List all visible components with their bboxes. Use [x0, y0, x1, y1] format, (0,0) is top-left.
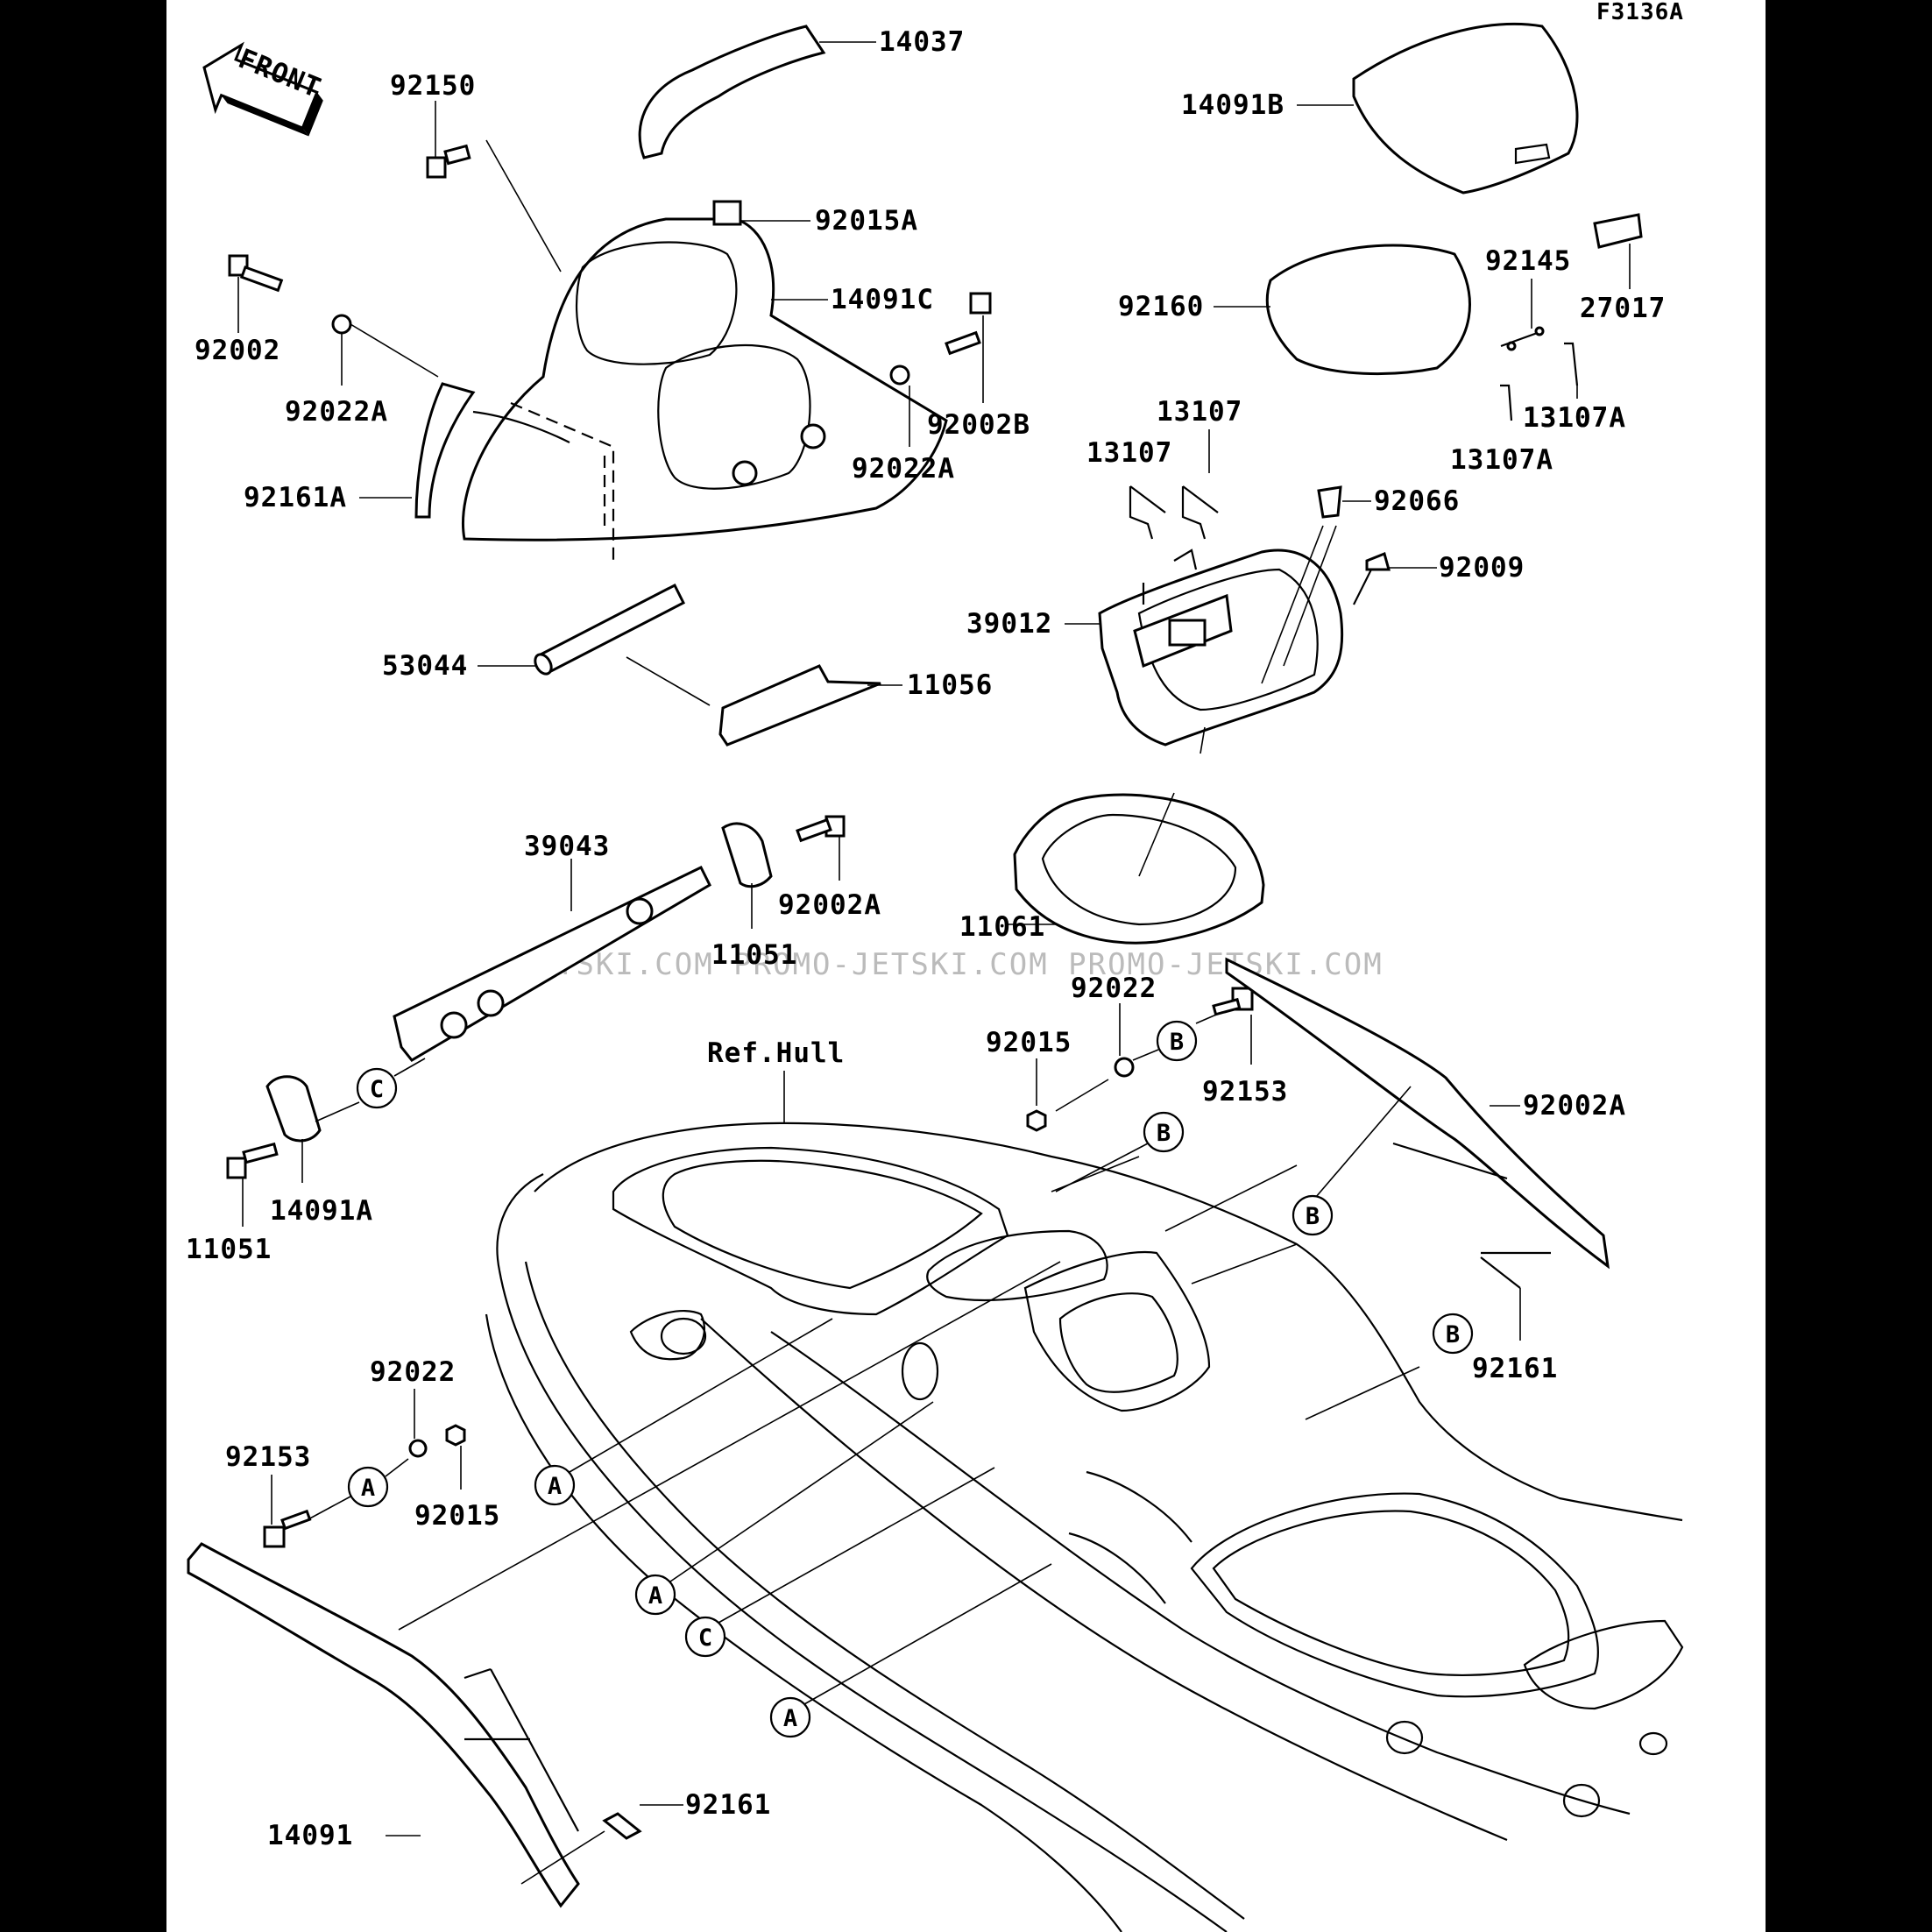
- marker-b-3: [1292, 1194, 1334, 1236]
- part-27017: 27017: [1580, 293, 1666, 324]
- part-92022A-left: 92022A: [285, 396, 388, 428]
- storage-bin-39012: [1098, 525, 1344, 754]
- part-14091B: 14091B: [1181, 89, 1284, 121]
- label-27017: [1593, 213, 1643, 249]
- clip-13107a-left-icon: [1500, 384, 1513, 421]
- seat-14091b: [1352, 23, 1579, 195]
- part-92022A-right: 92022A: [852, 453, 955, 485]
- part-92153-upper: 92153: [1202, 1076, 1288, 1108]
- marker-b-3-text: B: [1306, 1203, 1320, 1230]
- marker-b-1: [1156, 1020, 1198, 1062]
- marker-a-1: [534, 1464, 576, 1506]
- hull-reference: [485, 1086, 1684, 1932]
- bolt-92002a-lower: [226, 1142, 279, 1179]
- part-92153-lower: 92153: [225, 1441, 311, 1473]
- part-92015-lower: 92015: [414, 1500, 500, 1532]
- part-92002A-upper: 92002A: [778, 889, 881, 921]
- part-92160: 92160: [1118, 291, 1204, 322]
- clip-13107a-right-icon: [1564, 342, 1579, 386]
- marker-b-2: [1143, 1111, 1185, 1153]
- part-13107A-right: 13107A: [1523, 402, 1626, 434]
- part-92066: 92066: [1374, 485, 1460, 517]
- marker-c-upper: [356, 1067, 398, 1109]
- washer-92022a-left: [331, 314, 352, 335]
- part-39012: 39012: [966, 608, 1052, 640]
- strip-92161-lower: [602, 1812, 642, 1840]
- part-14091: 14091: [267, 1820, 353, 1851]
- grip-14037: [638, 25, 826, 159]
- pad-92160: [1265, 244, 1471, 376]
- part-92161A: 92161A: [244, 482, 347, 513]
- part-53044: 53044: [382, 650, 468, 682]
- nut-92015-upper: [1026, 1109, 1047, 1132]
- part-11061: 11061: [959, 911, 1045, 943]
- marker-a-1-text: A: [548, 1473, 562, 1500]
- bracket-11056: [718, 664, 881, 747]
- bolt-92150: [426, 144, 471, 179]
- marker-c-lower-text: C: [698, 1624, 712, 1652]
- handlebar-cover-14091c: [462, 217, 948, 561]
- part-92002B: 92002B: [927, 409, 1030, 441]
- plate-11051-upper: [721, 822, 773, 888]
- marker-a-3: [769, 1696, 811, 1738]
- part-14091C: 14091C: [831, 284, 934, 315]
- marker-b-1-text: B: [1170, 1029, 1184, 1056]
- diagram-code: F3136A: [1596, 0, 1684, 25]
- part-92022-lower: 92022: [370, 1356, 456, 1388]
- part-92161-lower: 92161: [685, 1789, 771, 1821]
- gasket-11061: [1013, 793, 1265, 945]
- part-13107A-left: 13107A: [1450, 444, 1553, 476]
- nut-92015-lower: [445, 1424, 466, 1447]
- part-13107-mid: 13107: [1086, 437, 1172, 469]
- part-92015A: 92015A: [815, 205, 918, 237]
- marker-a-2: [634, 1574, 676, 1616]
- bolt-92002: [228, 254, 284, 293]
- part-92009: 92009: [1439, 552, 1525, 584]
- bolt-92153-upper: [1212, 987, 1254, 1016]
- grommet-92066: [1317, 485, 1342, 519]
- side-cover-14091a: [1225, 957, 1610, 1270]
- part-39043: 39043: [524, 831, 610, 862]
- marker-b-4: [1432, 1313, 1474, 1355]
- part-11051-upper: 11051: [711, 939, 797, 971]
- bolt-92002b: [945, 292, 992, 356]
- plate-11051-lower: [265, 1075, 322, 1143]
- part-13107-top: 13107: [1157, 396, 1242, 428]
- marker-c-lower: [684, 1616, 726, 1658]
- part-92150: 92150: [390, 70, 476, 102]
- part-92161-right: 92161: [1472, 1353, 1558, 1384]
- part-13107A-a: 13107: [1523, 402, 1609, 434]
- marker-a-4: [347, 1466, 389, 1508]
- bolt-92002a-upper: [796, 815, 846, 843]
- washer-92022-lower: [408, 1439, 428, 1458]
- part-92002A-lower: 11051: [186, 1234, 272, 1265]
- bolt-92153-lower: [263, 1509, 312, 1548]
- part-14037: 14037: [879, 26, 965, 58]
- part-11056: 11056: [907, 669, 993, 701]
- clip-92015a: [712, 200, 742, 226]
- part-92015-upper: 92015: [986, 1027, 1072, 1058]
- part-11051-lower: 14091A: [270, 1195, 373, 1227]
- part-14091A: 92002A: [1523, 1090, 1626, 1122]
- marker-a-4-text: A: [361, 1475, 375, 1502]
- part-92145: 92145: [1485, 245, 1571, 277]
- spring-13107-a-icon: [1129, 486, 1154, 540]
- strip-92161-right: [1480, 1256, 1521, 1289]
- screw-92009: [1365, 551, 1391, 571]
- marker-a-2-text: A: [648, 1582, 662, 1610]
- washer-92022a-right: [889, 364, 910, 386]
- part-92002: 92002: [195, 335, 280, 366]
- marker-b-4-text: B: [1446, 1321, 1460, 1348]
- washer-92022-upper: [1114, 1057, 1135, 1078]
- marker-b-2-text: B: [1157, 1120, 1171, 1147]
- part-92022-upper: 92022: [1071, 973, 1157, 1004]
- strip-92161a: [414, 382, 476, 519]
- ref-hull-label: Ref.Hull: [707, 1037, 845, 1069]
- marker-a-3-text: A: [783, 1705, 797, 1732]
- front-arrow-icon: [202, 41, 323, 137]
- marker-c-upper-text: C: [370, 1076, 384, 1103]
- side-cover-14091: [187, 1542, 580, 1908]
